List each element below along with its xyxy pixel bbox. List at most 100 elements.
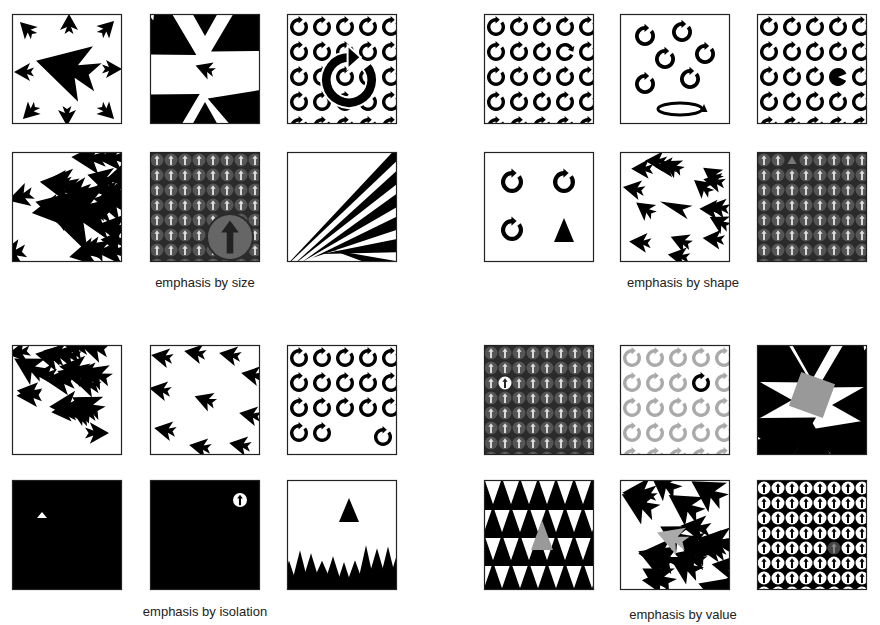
arrow-tile <box>772 214 785 227</box>
arrow-tile <box>513 437 526 450</box>
arrow-tile <box>786 244 799 257</box>
arrow-tile <box>856 199 868 212</box>
triangle-shape <box>37 512 47 518</box>
arrow-tile <box>859 245 864 255</box>
arrow-tile <box>485 347 498 360</box>
circular-arrow <box>806 16 824 36</box>
arrow-tile <box>814 527 827 540</box>
arrow-tile <box>786 482 799 495</box>
circular-arrow <box>792 16 796 24</box>
arrow-tile <box>488 393 493 403</box>
circular-arrow <box>519 66 523 74</box>
circular-arrow <box>769 16 773 24</box>
circular-arrow <box>579 43 594 61</box>
spike-shape <box>312 214 397 258</box>
arrow-tile <box>544 438 549 448</box>
arrow-tile <box>800 542 813 555</box>
circular-arrow <box>290 41 308 61</box>
arrow-tile <box>238 200 243 210</box>
arrow-tile <box>789 215 794 225</box>
arrow-tile <box>772 572 785 585</box>
arrow-tile <box>249 199 261 212</box>
triangle-shape <box>527 480 549 510</box>
circular-arrow <box>645 24 650 32</box>
circular-arrow <box>359 347 377 367</box>
circular-arrow <box>861 91 865 99</box>
arrow-tile <box>803 573 808 583</box>
arrow-tile <box>544 348 549 358</box>
arrow-tile <box>168 230 173 240</box>
circular-arrow <box>678 372 682 380</box>
arrow-tile <box>775 498 780 508</box>
arrow-tile <box>196 200 201 210</box>
arrow-tile <box>814 512 827 525</box>
arrow-tile <box>758 542 771 555</box>
arrow-tile <box>786 244 799 257</box>
thumbnail <box>484 345 596 465</box>
circular-arrow <box>861 66 865 74</box>
arrow-tile <box>786 229 799 242</box>
arrow-tile <box>179 199 192 212</box>
arrow-tile <box>803 543 808 553</box>
arrow-tile <box>789 230 794 240</box>
circular-arrow <box>635 24 655 46</box>
circular-arrow <box>760 41 778 61</box>
arrow-shape <box>667 228 695 255</box>
circular-arrow <box>692 347 710 367</box>
arrow-tile <box>586 423 591 433</box>
circular-arrow <box>533 116 551 124</box>
circular-arrow <box>829 16 847 36</box>
arrow-tile <box>831 245 836 255</box>
circular-arrow <box>760 66 778 86</box>
circular-arrow <box>701 372 705 380</box>
arrow-tile <box>845 498 850 508</box>
arrow-tile <box>530 348 535 358</box>
arrow-tile <box>772 154 785 167</box>
circular-arrow <box>678 397 682 405</box>
arrow-tile <box>803 513 808 523</box>
circular-arrow <box>348 46 361 70</box>
arrow-tile <box>221 199 234 212</box>
arrow-shape <box>237 403 260 426</box>
arrow-shape <box>70 152 107 175</box>
arrow-tile <box>828 199 841 212</box>
arrow-tile <box>817 185 822 195</box>
arrow-shape <box>14 63 34 81</box>
circular-arrow <box>815 116 819 124</box>
arrow-tile <box>485 437 498 450</box>
arrow-tile <box>151 214 164 227</box>
arrow-tile <box>761 230 766 240</box>
arrow-tile <box>516 408 521 418</box>
arrow-tile <box>772 497 785 510</box>
circular-arrow <box>382 372 397 392</box>
arrow-tile <box>786 497 799 510</box>
arrow-tile <box>488 378 493 388</box>
circular-arrow <box>579 116 594 124</box>
arrow-tile <box>151 199 164 212</box>
arrow-tile <box>154 215 159 225</box>
arrow-tile <box>193 169 206 182</box>
circular-arrow <box>345 397 349 405</box>
arrow-tile <box>842 512 855 525</box>
arrow-tile <box>179 199 192 212</box>
arrow-tile <box>558 438 563 448</box>
thumbnail-content <box>287 14 397 124</box>
arrow-tile <box>207 154 220 167</box>
caption-text: emphasis by size <box>155 275 255 291</box>
arrow-tile <box>775 483 780 493</box>
arrow-tile <box>831 200 836 210</box>
arrow-tile <box>179 184 192 197</box>
thumbnail-content <box>12 480 122 590</box>
arrow-tile <box>831 483 836 493</box>
circular-arrow <box>635 72 655 94</box>
thumbnail-ground <box>287 480 397 590</box>
arrow-tile <box>182 155 187 165</box>
arrow-tile <box>237 495 243 506</box>
arrow-tile <box>182 170 187 180</box>
circular-arrow <box>542 66 546 74</box>
arrow-tile <box>151 229 164 242</box>
arrow-tile <box>828 229 841 242</box>
arrow-tile <box>831 573 836 583</box>
arrow-shape <box>781 345 844 380</box>
arrow-tile <box>800 572 813 585</box>
